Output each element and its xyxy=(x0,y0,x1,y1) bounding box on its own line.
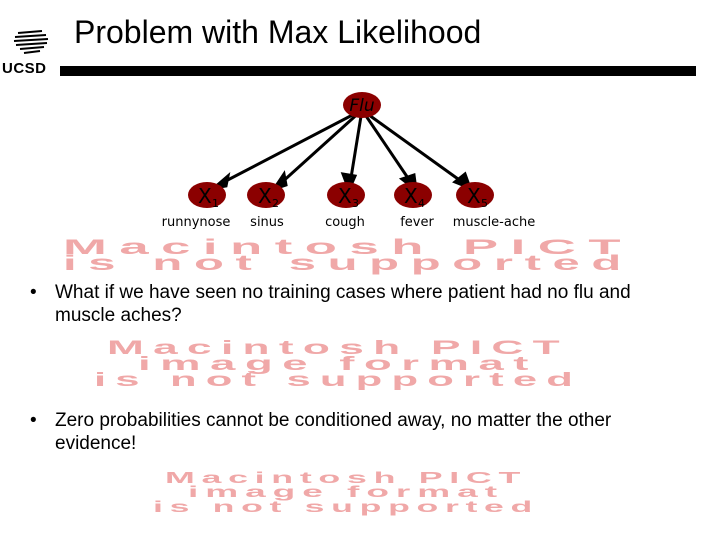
title-underline-bar xyxy=(60,66,696,76)
edge-flu-x5 xyxy=(361,108,466,186)
slide-title: Problem with Max Likelihood xyxy=(74,14,482,50)
bullet-text-1: What if we have seen no training cases w… xyxy=(55,282,631,326)
node-x4-var: X xyxy=(404,184,418,208)
edge-flu-x3 xyxy=(348,109,364,185)
node-x2-var: X xyxy=(258,184,272,208)
bayes-network-diagram: Flu X 1 X 2 X 3 X 4 X 5 runnynose sinus … xyxy=(162,92,535,230)
node-x3: X 3 xyxy=(327,182,365,210)
edge-flu-x4 xyxy=(360,109,414,185)
node-x4: X 4 xyxy=(394,182,432,210)
node-x5: X 5 xyxy=(456,182,494,210)
pict3-line3: is not supported xyxy=(153,499,539,516)
node-x1-sub: 1 xyxy=(212,197,219,210)
pict1-line3: is not supported xyxy=(63,252,633,275)
node-x4-label: fever xyxy=(400,215,434,230)
node-x5-var: X xyxy=(467,184,481,208)
flu-node: Flu xyxy=(343,92,381,118)
pict2-line3: is not supported xyxy=(94,370,582,391)
ucsd-logo-icon xyxy=(13,30,49,54)
pict1-line1: Macintosh PICT xyxy=(63,236,633,259)
node-x3-var: X xyxy=(338,184,352,208)
node-x1: X 1 xyxy=(188,182,226,210)
edge-flu-x1 xyxy=(219,108,363,186)
pict3-line1: Macintosh PICT xyxy=(165,470,527,487)
bullet-marker-2: • xyxy=(30,410,37,431)
pict-placeholder-2: Macintosh PICT image format is not suppo… xyxy=(94,338,582,391)
node-x5-sub: 5 xyxy=(481,197,488,210)
node-x3-sub: 3 xyxy=(352,197,359,210)
ucsd-logo: UCSD xyxy=(2,30,60,80)
pict-placeholder-1: Macintosh PICT is not supported xyxy=(63,236,633,275)
pict2-line2: image format xyxy=(138,354,538,375)
pict3-line2: image format xyxy=(188,484,504,501)
logo-text: UCSD xyxy=(2,60,47,77)
flu-label: Flu xyxy=(349,96,375,116)
pict2-line1: Macintosh PICT xyxy=(107,338,569,359)
node-x5-label: muscle-ache xyxy=(453,215,535,230)
node-x3-label: cough xyxy=(325,215,365,230)
edge-flu-x2 xyxy=(278,108,364,186)
node-x1-label: runnynose xyxy=(162,215,231,230)
node-x4-sub: 4 xyxy=(418,197,425,210)
bullet-text-2: Zero probabilities cannot be conditioned… xyxy=(55,410,612,454)
node-x2-label: sinus xyxy=(250,215,284,230)
node-x2-sub: 2 xyxy=(272,197,279,210)
node-x2: X 2 xyxy=(247,182,285,210)
bullet-marker-1: • xyxy=(30,282,37,303)
pict-placeholder-3: Macintosh PICT image format is not suppo… xyxy=(153,470,539,516)
node-x1-var: X xyxy=(198,184,212,208)
